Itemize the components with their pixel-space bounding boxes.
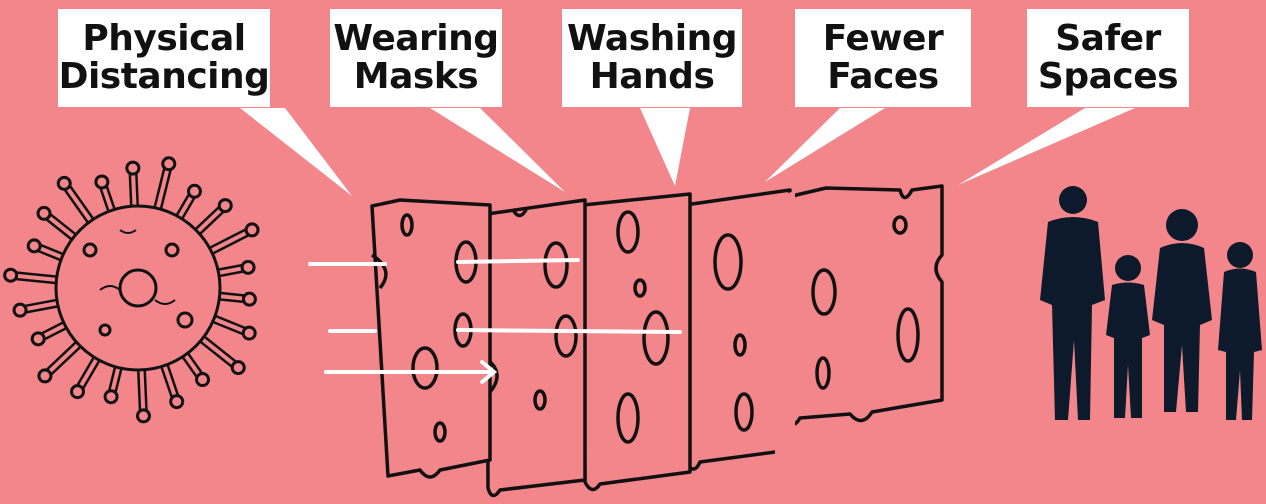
label-line: Hands: [590, 58, 715, 96]
label-washing-hands: Washing Hands: [562, 9, 742, 107]
label-fewer-faces: Fewer Faces: [795, 9, 971, 107]
label-line: Safer: [1055, 20, 1161, 58]
cheese-slice-3: [583, 194, 690, 490]
label-line: Spaces: [1038, 58, 1178, 96]
label-physical-distancing: Physical Distancing: [58, 9, 270, 107]
cheese-slice-4: [685, 190, 795, 469]
callout-tail-5: [958, 108, 1135, 185]
cheese-slice-2: [487, 200, 585, 496]
label-line: Wearing: [333, 20, 498, 58]
callout-tail-4: [765, 108, 885, 182]
cheese-slices: [372, 186, 942, 496]
cheese-slice-5: [775, 186, 942, 425]
label-line: Masks: [354, 58, 478, 96]
label-line: Physical: [82, 20, 245, 58]
label-line: Washing: [567, 20, 737, 58]
callout-tail-2: [430, 108, 565, 192]
label-line: Faces: [827, 58, 938, 96]
label-safer-spaces: Safer Spaces: [1027, 9, 1189, 107]
cheese-slice-1: [372, 200, 490, 477]
label-line: Fewer: [823, 20, 943, 58]
label-wearing-masks: Wearing Masks: [330, 9, 502, 107]
label-line: Distancing: [59, 58, 270, 96]
callout-tails: [240, 108, 1135, 196]
callout-tail-1: [240, 108, 352, 196]
virus-icon: [5, 158, 258, 422]
family-silhouette-icon: [1040, 186, 1262, 420]
callout-tail-3: [640, 108, 690, 186]
